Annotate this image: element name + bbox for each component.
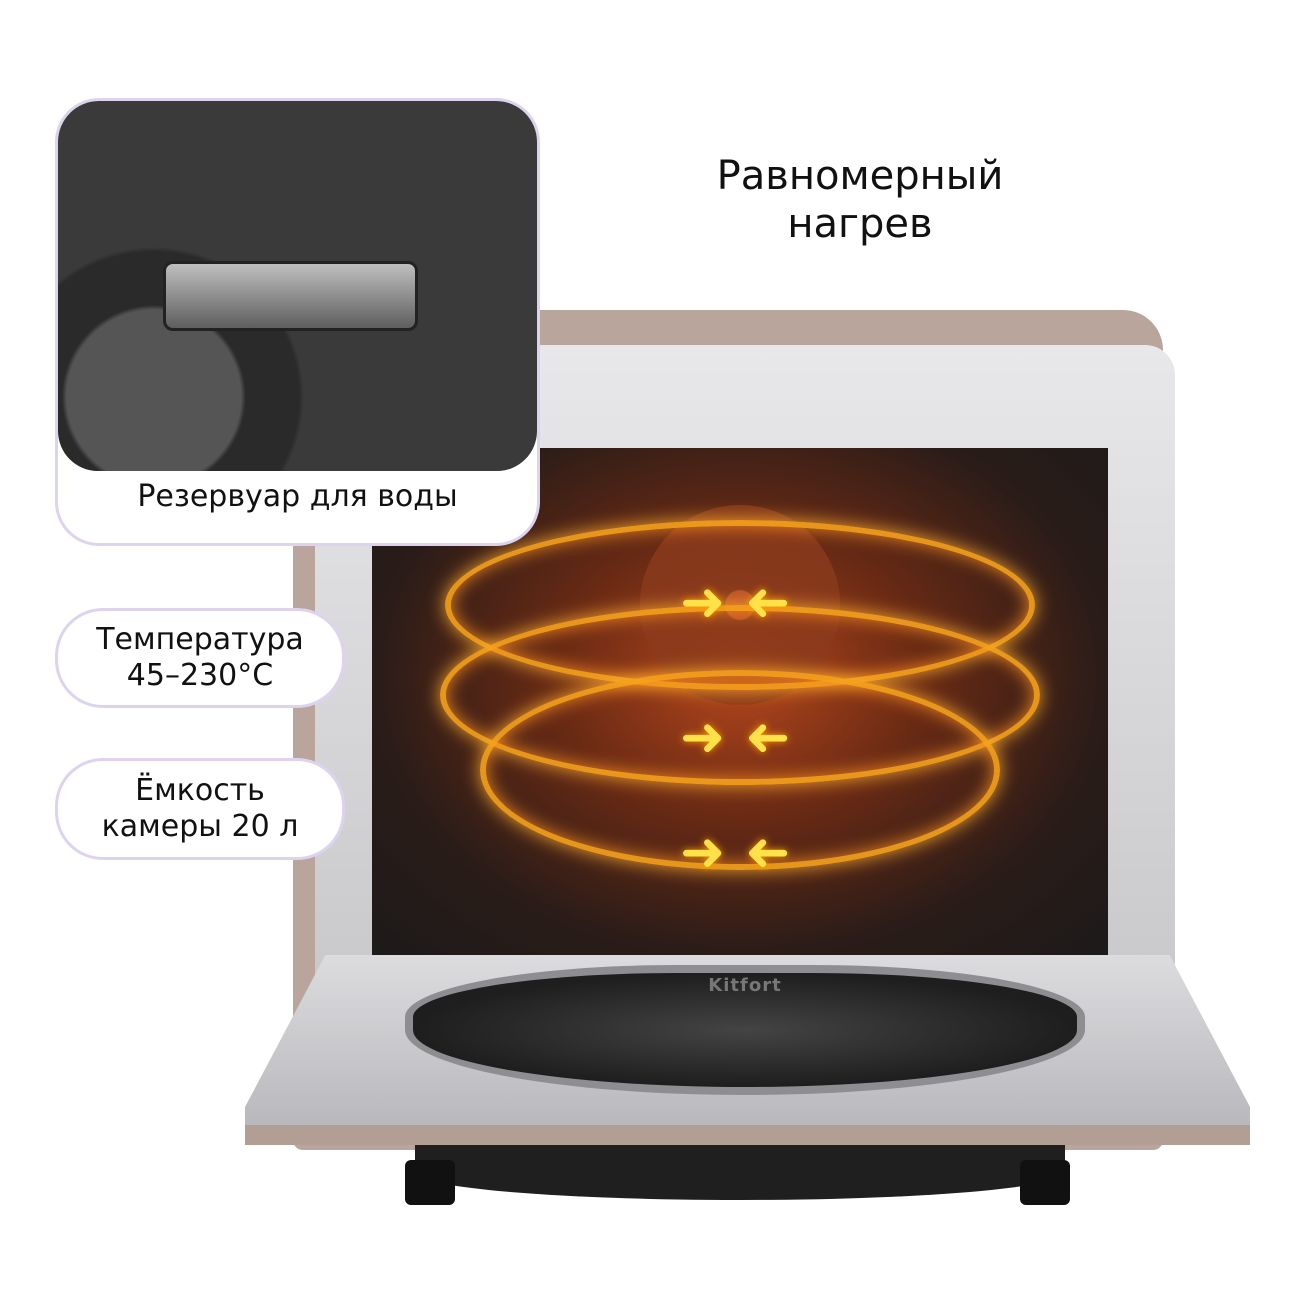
arrow-left-icon: ➜ bbox=[745, 570, 791, 633]
brand-logo: Kitfort bbox=[708, 975, 782, 996]
temperature-line1: Температура bbox=[96, 622, 304, 657]
capacity-callout: Ёмкость камеры 20 л bbox=[55, 758, 345, 860]
door-window bbox=[405, 965, 1085, 1095]
water-tank-callout: Резервуар для воды bbox=[55, 98, 540, 546]
water-tank-label: Резервуар для воды bbox=[137, 479, 458, 514]
arrow-right-icon: ➜ bbox=[680, 570, 726, 633]
oven-foot-left bbox=[405, 1160, 455, 1205]
oven-foot-right bbox=[1020, 1160, 1070, 1205]
headline-line2: нагрев bbox=[787, 201, 933, 247]
water-tank-tray bbox=[163, 261, 418, 331]
headline-line1: Равномерный bbox=[716, 153, 1004, 199]
oven-base bbox=[415, 1145, 1065, 1200]
capacity-line2: камеры 20 л bbox=[101, 809, 299, 844]
capacity-line1: Ёмкость bbox=[135, 773, 265, 808]
arrow-right-icon: ➜ bbox=[680, 705, 726, 768]
temperature-callout: Температура 45–230°C bbox=[55, 608, 345, 708]
arrow-left-icon: ➜ bbox=[745, 705, 791, 768]
arrow-right-icon: ➜ bbox=[680, 820, 726, 883]
temperature-line2: 45–230°C bbox=[126, 658, 274, 693]
heat-ring-bottom bbox=[480, 670, 1000, 870]
water-tank-photo bbox=[58, 101, 537, 471]
arrow-left-icon: ➜ bbox=[745, 820, 791, 883]
headline: Равномерный нагрев bbox=[660, 152, 1060, 248]
